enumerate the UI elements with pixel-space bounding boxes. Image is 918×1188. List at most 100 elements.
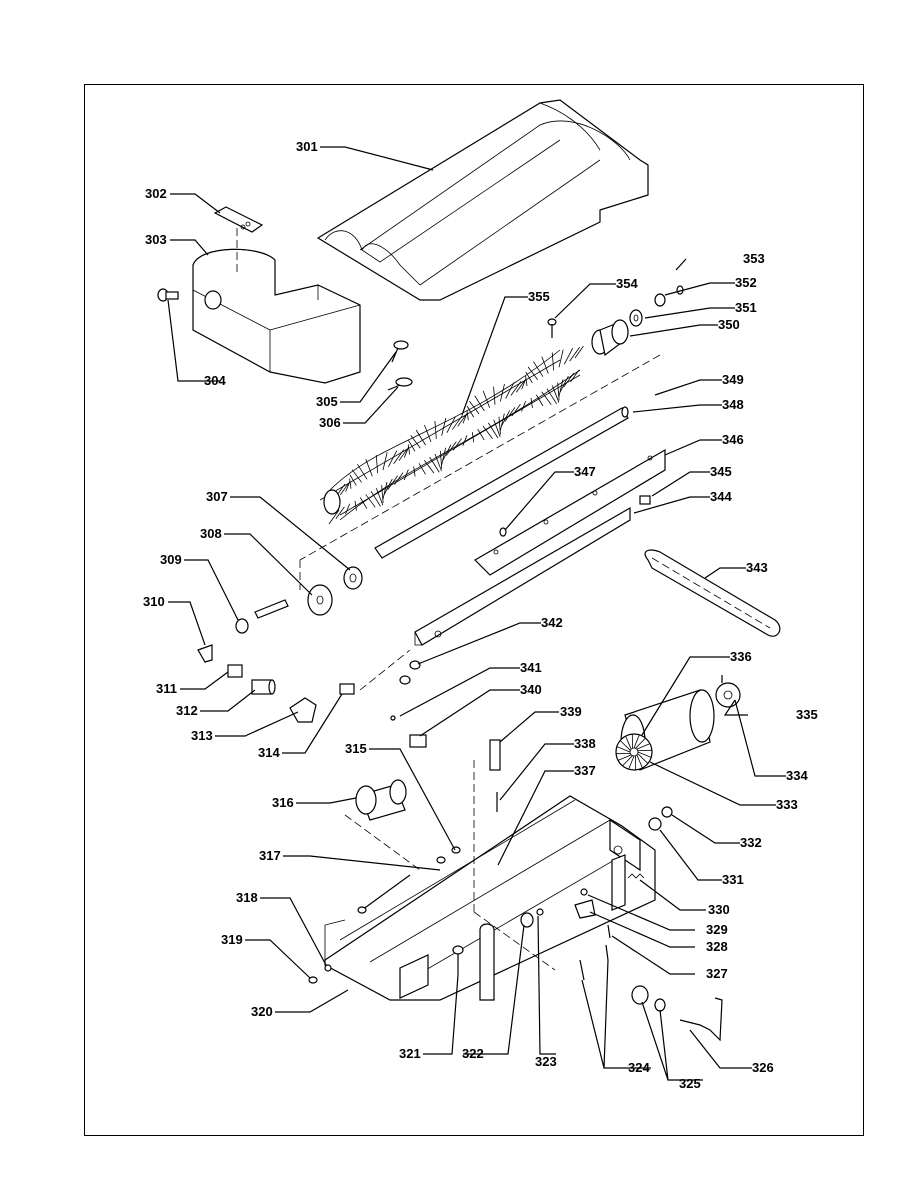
label-342: 342 — [541, 615, 563, 630]
part-339-bracket — [489, 739, 501, 771]
part-309-spring — [235, 599, 289, 634]
part-354-pin — [547, 318, 557, 338]
label-303: 303 — [145, 232, 167, 247]
part-320-chassis — [324, 795, 656, 1001]
label-334: 334 — [786, 768, 808, 783]
leader-lines — [167, 146, 786, 1081]
label-321: 321 — [399, 1046, 421, 1061]
label-314: 314 — [258, 745, 280, 760]
label-323: 323 — [535, 1054, 557, 1069]
label-341: 341 — [520, 660, 542, 675]
part-308-pulley — [307, 584, 333, 616]
label-305: 305 — [316, 394, 338, 409]
label-353: 353 — [743, 251, 765, 266]
part-314-fitting — [339, 683, 355, 695]
part-307-pulley — [343, 566, 363, 590]
part-355-brush-roll — [319, 345, 584, 525]
part-311-nut — [227, 664, 243, 678]
label-301: 301 — [296, 139, 318, 154]
label-320: 320 — [251, 1004, 273, 1019]
part-321-screw — [452, 945, 464, 975]
part-323-nut — [536, 908, 544, 916]
label-306: 306 — [319, 415, 341, 430]
label-308: 308 — [200, 526, 222, 541]
label-328: 328 — [706, 939, 728, 954]
label-350: 350 — [718, 317, 740, 332]
label-347: 347 — [574, 464, 596, 479]
part-352-clip — [654, 293, 666, 307]
label-318: 318 — [236, 890, 258, 905]
part-310-elbow — [197, 644, 213, 663]
part-347-screw — [499, 527, 507, 537]
label-329: 329 — [706, 922, 728, 937]
label-335: 335 — [796, 707, 818, 722]
label-355: 355 — [528, 289, 550, 304]
label-307: 307 — [206, 489, 228, 504]
label-344: 344 — [710, 489, 732, 504]
part-326-hose — [679, 997, 723, 1042]
label-343: 343 — [746, 560, 768, 575]
part-333-fan — [615, 733, 653, 771]
part-315-washer — [436, 846, 461, 864]
part-343-belt — [644, 549, 781, 637]
label-311: 311 — [156, 681, 177, 696]
label-332: 332 — [740, 835, 762, 850]
part-301-top-cover — [316, 99, 649, 301]
label-324: 324 — [628, 1060, 650, 1075]
label-339: 339 — [560, 704, 582, 719]
part-319-screw — [308, 976, 318, 984]
label-349: 349 — [722, 372, 744, 387]
label-330: 330 — [708, 902, 730, 917]
label-345: 345 — [710, 464, 732, 479]
label-312: 312 — [176, 703, 198, 718]
part-335-gear — [715, 675, 741, 708]
part-305-pin — [391, 340, 409, 363]
label-340: 340 — [520, 682, 542, 697]
part-316-roller — [355, 779, 407, 821]
label-331: 331 — [722, 872, 744, 887]
part-348-shaft — [374, 406, 629, 559]
part-313-elbow — [289, 697, 317, 723]
label-337: 337 — [574, 763, 596, 778]
label-304: 304 — [204, 373, 226, 388]
part-327-screw — [607, 924, 611, 939]
label-316: 316 — [272, 795, 294, 810]
label-351: 351 — [735, 300, 757, 315]
label-317: 317 — [259, 848, 281, 863]
part-330-spring — [627, 873, 645, 879]
label-348: 348 — [722, 397, 744, 412]
part-304-screw — [157, 288, 179, 302]
part-344-rail — [414, 506, 631, 646]
part-351-bearing — [629, 309, 643, 327]
label-333: 333 — [776, 797, 798, 812]
part-340-block — [409, 734, 427, 748]
label-352: 352 — [735, 275, 757, 290]
part-306-pin — [387, 377, 413, 391]
label-336: 336 — [730, 649, 752, 664]
part-322-clip — [520, 912, 534, 928]
part-329-screw — [580, 888, 588, 896]
part-328-bracket — [574, 899, 596, 919]
label-309: 309 — [160, 552, 182, 567]
label-346: 346 — [722, 432, 744, 447]
part-345-fitting — [639, 495, 651, 505]
label-354: 354 — [616, 276, 638, 291]
part-317-bolt — [357, 874, 411, 914]
label-326: 326 — [752, 1060, 774, 1075]
part-325-fitting — [631, 985, 666, 1012]
part-labels: 301 302 303 304 305 306 307 308 309 310 … — [143, 139, 818, 1091]
part-341-screw — [390, 715, 396, 721]
part-332-nut — [661, 806, 673, 818]
part-303-end-block — [192, 228, 361, 384]
label-327: 327 — [706, 966, 728, 981]
label-325: 325 — [679, 1076, 701, 1091]
label-313: 313 — [191, 728, 213, 743]
label-315: 315 — [345, 741, 367, 756]
label-322: 322 — [462, 1046, 484, 1061]
label-310: 310 — [143, 594, 165, 609]
part-350-bearing-housing — [591, 319, 629, 357]
part-331-washer — [648, 817, 662, 831]
label-302: 302 — [145, 186, 167, 201]
label-319: 319 — [221, 932, 243, 947]
